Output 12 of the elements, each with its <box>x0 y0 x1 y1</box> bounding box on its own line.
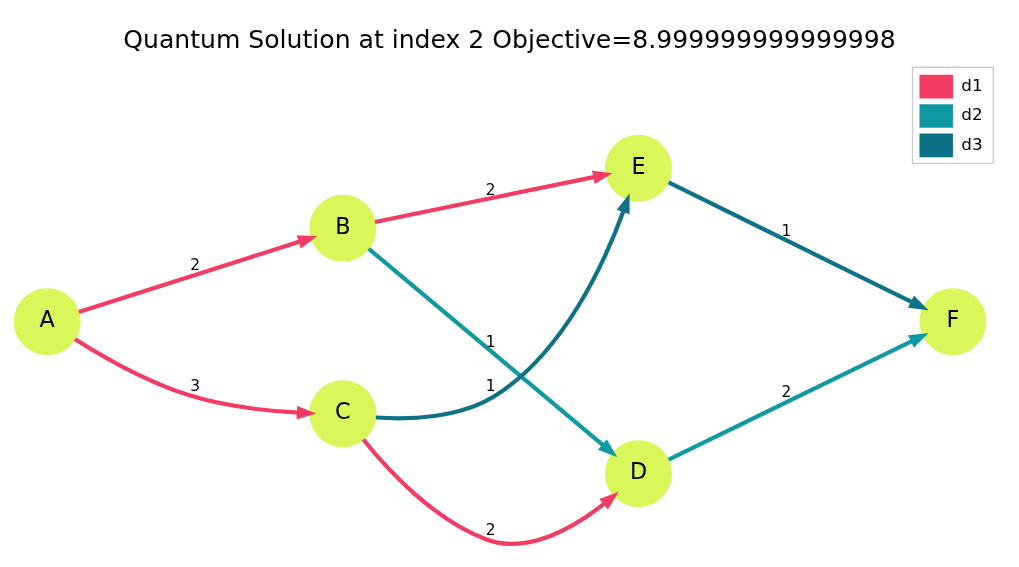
edge-label: 1 <box>485 377 496 396</box>
legend-label: d3 <box>961 133 983 154</box>
edge-label: 2 <box>781 382 792 401</box>
legend-label: d2 <box>961 104 983 125</box>
edge-label: 3 <box>190 377 200 396</box>
edge-label: 1 <box>781 222 792 241</box>
diagram-title: Quantum Solution at index 2 Objective=8.999999999999998 <box>123 25 896 55</box>
edge-label: 2 <box>485 180 496 199</box>
edge-label: 2 <box>485 520 496 539</box>
edge-label: 2 <box>190 255 200 274</box>
edge-label: 1 <box>485 332 496 351</box>
legend-label: d1 <box>961 75 983 96</box>
